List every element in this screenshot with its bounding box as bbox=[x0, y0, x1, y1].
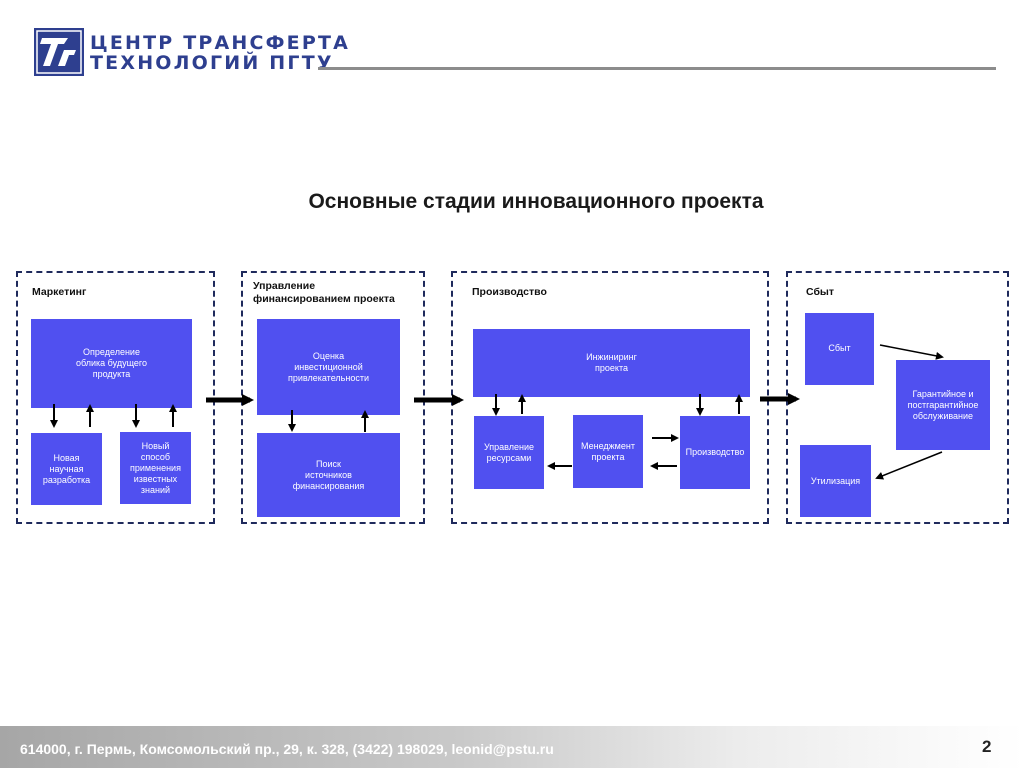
section-label-sales: Сбыт bbox=[806, 286, 835, 298]
box-new-application-label: Новый способ применения известных знаний bbox=[130, 440, 181, 495]
box-funding-search: Поиск источников финансирования bbox=[257, 433, 400, 517]
header-divider bbox=[318, 67, 996, 70]
box-investment-evaluation-label: Оценка инвестиционной привлекательности bbox=[288, 350, 369, 383]
box-project-management: Менеджмент проекта bbox=[573, 415, 643, 488]
page-number: 2 bbox=[982, 737, 992, 756]
box-new-development-label: Новая научная разработка bbox=[42, 452, 91, 485]
box-sales: Сбыт bbox=[805, 313, 874, 385]
logo-line2: ТЕХНОЛОГИЙ ПГТУ bbox=[90, 52, 334, 74]
box-product-definition: Определение облика будущего продукта bbox=[31, 319, 192, 408]
logo-text: ЦЕНТР ТРАНСФЕРТА ТЕХНОЛОГИЙ ПГТУ bbox=[90, 33, 350, 73]
box-production-label: Производство bbox=[685, 447, 745, 457]
section-label-marketing: Маркетинг bbox=[32, 286, 87, 298]
box-warranty-service: Гарантийное и постгарантийное обслуживан… bbox=[896, 360, 990, 450]
box-disposal-label: Утилизация bbox=[810, 475, 861, 486]
box-engineering: Инжиниринг проекта bbox=[473, 329, 750, 397]
box-investment-evaluation: Оценка инвестиционной привлекательности bbox=[257, 319, 400, 415]
box-warranty-service-label: Гарантийное и постгарантийное обслуживан… bbox=[907, 388, 979, 421]
section-label-production: Производство bbox=[472, 286, 547, 298]
section-label-finance: Управление финансированием проекта bbox=[253, 280, 395, 305]
box-product-definition-label: Определение облика будущего продукта bbox=[76, 347, 147, 379]
box-sales-label: Сбыт bbox=[828, 343, 851, 353]
box-new-application: Новый способ применения известных знаний bbox=[120, 432, 191, 504]
box-funding-search-label: Поиск источников финансирования bbox=[292, 458, 365, 491]
box-resource-management-label: Управление ресурсами bbox=[483, 441, 535, 463]
box-new-development: Новая научная разработка bbox=[31, 433, 102, 505]
logo-line1: ЦЕНТР ТРАНСФЕРТА bbox=[90, 32, 351, 54]
footer-bar bbox=[0, 726, 1024, 768]
box-production: Производство bbox=[680, 416, 750, 489]
page-title: Основные стадии инновационного проекта bbox=[308, 190, 764, 213]
box-resource-management: Управление ресурсами bbox=[474, 416, 544, 489]
box-engineering-label: Инжиниринг проекта bbox=[586, 352, 637, 373]
box-disposal: Утилизация bbox=[800, 445, 871, 517]
footer-address: 614000, г. Пермь, Комсомольский пр., 29,… bbox=[20, 741, 554, 757]
box-project-management-label: Менеджмент проекта bbox=[581, 440, 635, 462]
logo-icon bbox=[34, 28, 84, 76]
